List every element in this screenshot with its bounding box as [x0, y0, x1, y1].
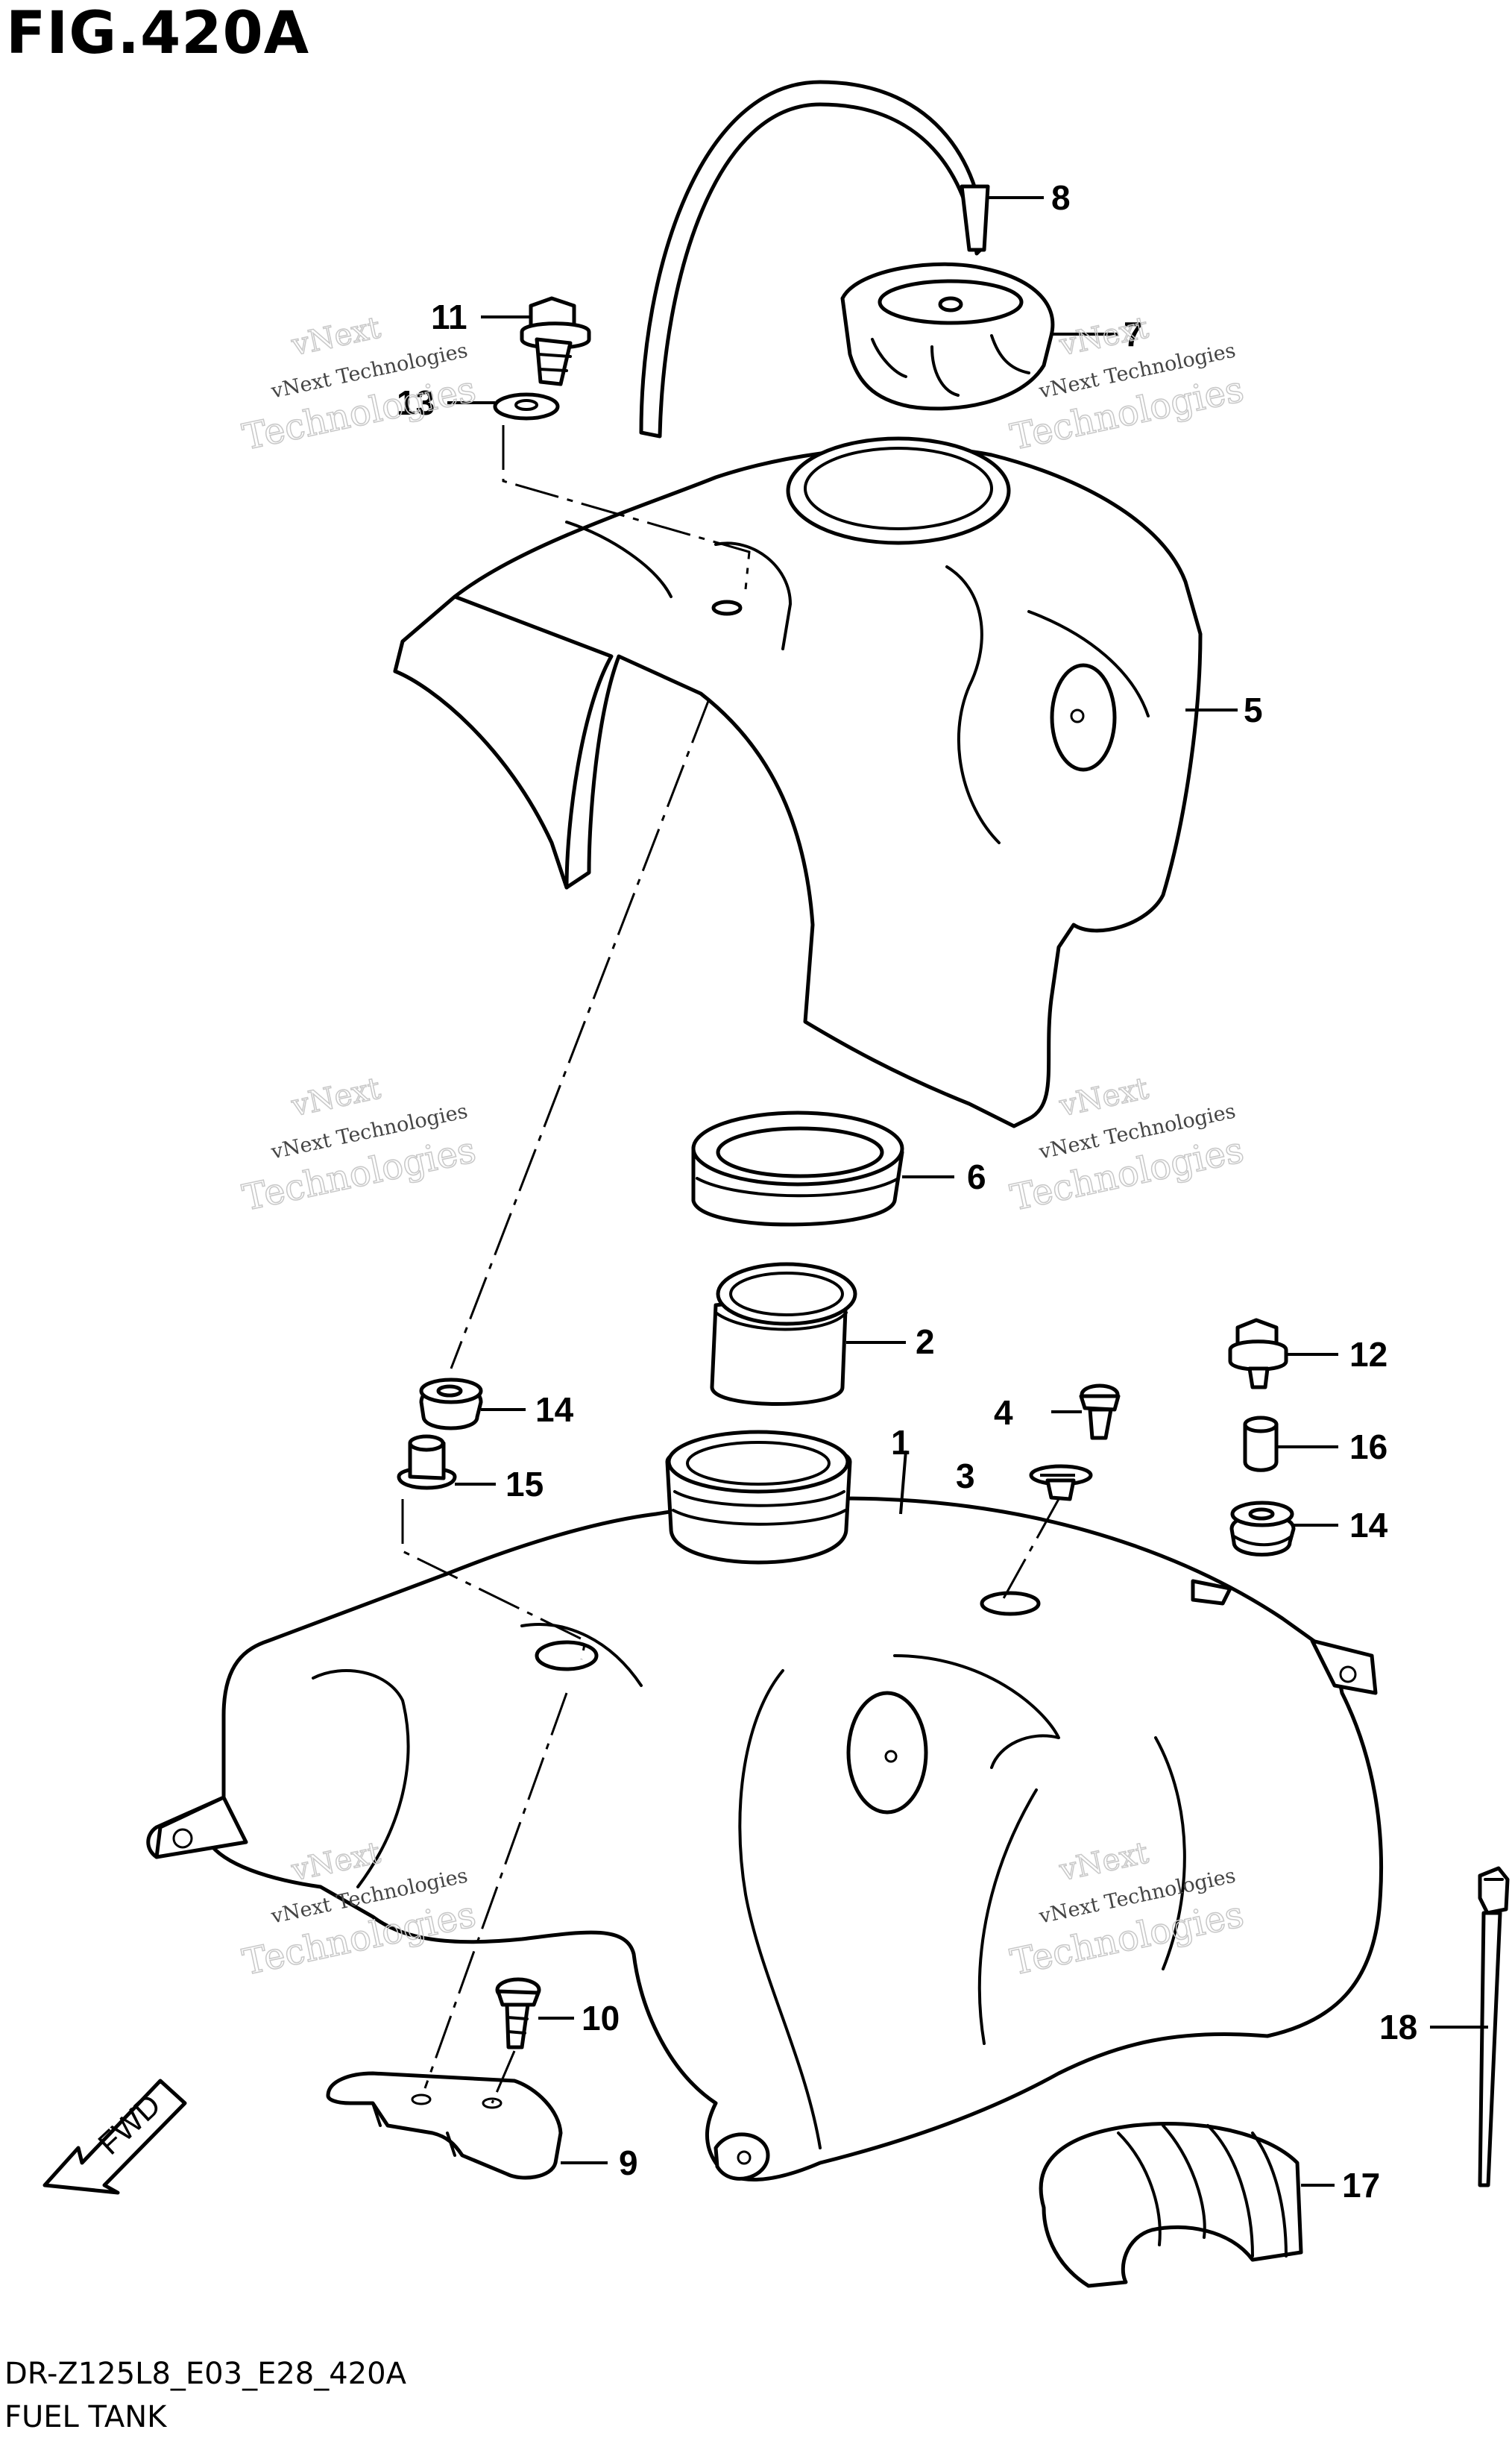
diagram-code: DR-Z125L8_E03_E28_420A [4, 2357, 406, 2391]
callout-15: 15 [505, 1465, 544, 1504]
cushion-ring [691, 1111, 904, 1227]
callout-3: 3 [956, 1457, 975, 1495]
breather-hose [639, 80, 990, 439]
callout-8: 8 [1051, 178, 1071, 217]
watermark-mid-left: vNext vNext Technologies Technologies [239, 1071, 480, 1220]
spacer-16 [1243, 1416, 1279, 1472]
bracket-9 [326, 2071, 563, 2180]
grommet-14-left [419, 1378, 483, 1430]
fuel-tank [146, 1430, 1384, 2181]
callout-4: 4 [994, 1393, 1013, 1432]
callout-7: 7 [1124, 315, 1143, 354]
assembly-lines [401, 425, 1060, 2104]
figure-title: FIG.420A [6, 0, 310, 67]
svg-text:vNext: vNext [288, 310, 383, 362]
callout-9: 9 [619, 2143, 638, 2182]
svg-text:vNext: vNext [288, 1071, 383, 1123]
svg-text:vNext: vNext [1056, 1071, 1151, 1123]
cable-tie-18 [1478, 1866, 1510, 2187]
screw-4 [1079, 1383, 1121, 1440]
collar-15 [397, 1434, 457, 1490]
callout-1: 1 [891, 1423, 910, 1462]
grommet-14-right [1229, 1501, 1296, 1556]
callout-16: 16 [1349, 1427, 1387, 1466]
callout-11: 11 [431, 298, 467, 336]
callout-17: 17 [1342, 2166, 1380, 2205]
callout-5: 5 [1244, 691, 1263, 729]
callout-2: 2 [916, 1322, 935, 1361]
svg-text:vNext: vNext [1056, 310, 1151, 362]
screw-3 [1029, 1464, 1093, 1501]
callout-numbers: 1 2 3 4 5 6 7 8 9 10 11 12 13 14 14 15 1… [397, 178, 1417, 2205]
callout-14-left: 14 [535, 1390, 574, 1429]
fuel-cap [840, 262, 1055, 411]
callout-13: 13 [397, 383, 435, 422]
callout-18: 18 [1379, 2008, 1417, 2046]
bolt-12 [1228, 1318, 1288, 1389]
screw-10 [495, 1977, 541, 2049]
washer-13 [493, 392, 560, 421]
callout-10: 10 [582, 1999, 620, 2038]
filler-sleeve [710, 1262, 857, 1406]
fwd-arrow-icon: FWD [42, 2079, 187, 2195]
cushion-17 [1039, 2121, 1303, 2288]
leader-lines [447, 196, 1488, 2187]
callout-12: 12 [1349, 1335, 1387, 1374]
callout-6: 6 [967, 1157, 986, 1196]
callout-14-right: 14 [1349, 1506, 1388, 1545]
diagram-name: FUEL TANK [4, 2400, 167, 2434]
tank-shroud [393, 436, 1203, 1128]
bolt-11 [520, 296, 591, 386]
